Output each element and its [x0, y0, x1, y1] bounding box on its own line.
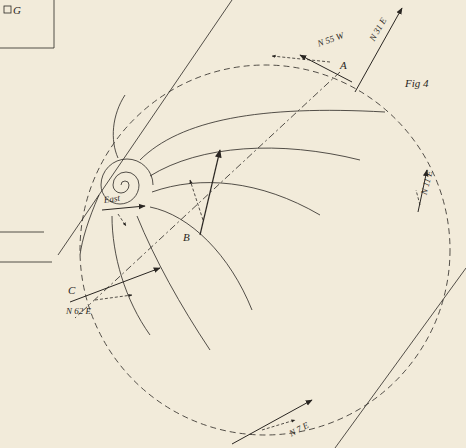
station-letter: A [340, 60, 347, 71]
wind-direction: East [103, 194, 120, 205]
station-letter: B [183, 232, 190, 243]
figure-letter: G [13, 5, 21, 16]
wind-direction: N 7 E [288, 421, 310, 439]
wind-direction: N 62 E [66, 307, 91, 316]
wind-direction: N 31 E [368, 17, 388, 43]
wind-direction: N 55 W [316, 31, 344, 49]
figure-number: Fig 4 [405, 78, 429, 89]
station-letter: C [68, 285, 75, 296]
wind-direction: N 11 E [420, 170, 435, 196]
